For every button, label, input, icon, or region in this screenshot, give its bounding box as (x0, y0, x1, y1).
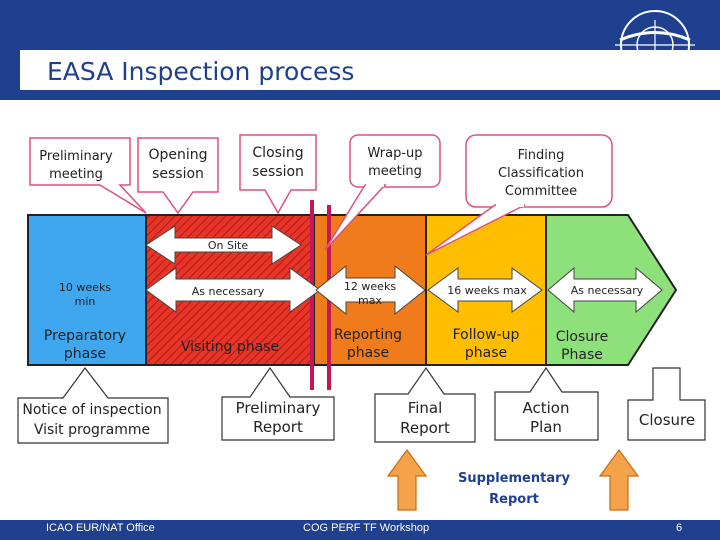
timeline-outline (27, 214, 678, 366)
closure-phase-line-2: Phase (561, 347, 603, 363)
notice-line-2: Visit programme (34, 422, 150, 438)
title-bar (20, 50, 720, 90)
final-report-line-2: Report (400, 419, 450, 437)
preliminary-meeting-line-2: meeting (49, 167, 103, 182)
finding-committee-line-1: Finding (518, 148, 565, 163)
opening-session-line-2: session (152, 166, 204, 182)
finding-committee-line-3: Committee (505, 184, 577, 199)
follow-up-duration: 16 weeks max (447, 284, 527, 297)
output-action-plan: Action Plan (494, 366, 599, 441)
closure-duration-arrow (547, 266, 663, 314)
icao-logo-icon (615, 10, 695, 80)
callout-wrap-up-meeting: Wrap-up meeting (324, 134, 441, 251)
wrap-up-line-2: meeting (368, 164, 422, 179)
preparatory-band (28, 215, 146, 365)
closing-session-line-1: Closing (252, 145, 303, 161)
follow-up-phase-line-1: Follow-up (453, 327, 520, 343)
closure-duration: As necessary (571, 284, 644, 297)
callout-finding-committee: Finding Classification Committee (425, 134, 613, 256)
footer-center-text: COG PERF TF Workshop (303, 522, 430, 534)
wrap-up-line-1: Wrap-up (367, 146, 422, 161)
preparatory-phase-line-2: phase (64, 346, 106, 362)
finding-committee-line-2: Classification (498, 166, 584, 181)
opening-session-line-1: Opening (148, 147, 207, 163)
page-title: EASA Inspection process (47, 57, 354, 86)
supplementary-report-line-1: Supplementary (458, 471, 571, 486)
reporting-duration-line-1: 12 weeks (344, 280, 396, 293)
callout-preliminary-meeting: Preliminary meeting (29, 137, 147, 214)
preliminary-report-line-1: Preliminary (236, 399, 321, 417)
final-report-line-1: Final (408, 399, 443, 417)
preparatory-phase-line-1: Preparatory (44, 328, 126, 344)
supplementary-arrow-left-icon (386, 448, 428, 511)
supplementary-arrow-right-icon (598, 448, 640, 511)
on-site-label: On Site (208, 239, 248, 252)
reporting-duration-line-2: max (358, 294, 382, 307)
reporting-duration-arrow (315, 264, 426, 316)
action-plan-line-2: Plan (530, 418, 562, 436)
output-closure: Closure (627, 367, 706, 441)
preliminary-report-line-2: Report (253, 418, 303, 436)
preparatory-duration-line-1: 10 weeks (59, 281, 111, 294)
notice-line-1: Notice of inspection (22, 402, 161, 418)
follow-up-duration-arrow (427, 267, 543, 313)
preparatory-duration-line-2: min (75, 295, 96, 308)
output-final-report: Final Report (374, 366, 476, 443)
footer-bar (0, 520, 720, 540)
output-preliminary-report: Preliminary Report (221, 366, 335, 441)
visiting-duration: As necessary (192, 285, 265, 298)
footer-left-text: ICAO EUR/NAT Office (46, 522, 155, 534)
supplementary-report-line-2: Report (489, 492, 539, 507)
closing-session-line-2: session (252, 164, 304, 180)
closure-phase-line-1: Closure (556, 329, 608, 345)
reporting-phase-line-1: Reporting (334, 327, 402, 343)
reporting-phase-line-2: phase (347, 345, 389, 361)
page-number: 6 (676, 522, 683, 534)
action-plan-line-1: Action (523, 399, 570, 417)
output-notice: Notice of inspection Visit programme (17, 366, 169, 444)
visiting-phase-label: Visiting phase (181, 339, 279, 355)
closure-output-label: Closure (639, 411, 695, 429)
callout-opening-session: Opening session (137, 137, 219, 215)
callout-closing-session: Closing session (239, 134, 317, 215)
preliminary-meeting-line-1: Preliminary (39, 149, 113, 164)
on-site-arrow (145, 225, 302, 265)
follow-up-phase-line-2: phase (465, 345, 507, 361)
